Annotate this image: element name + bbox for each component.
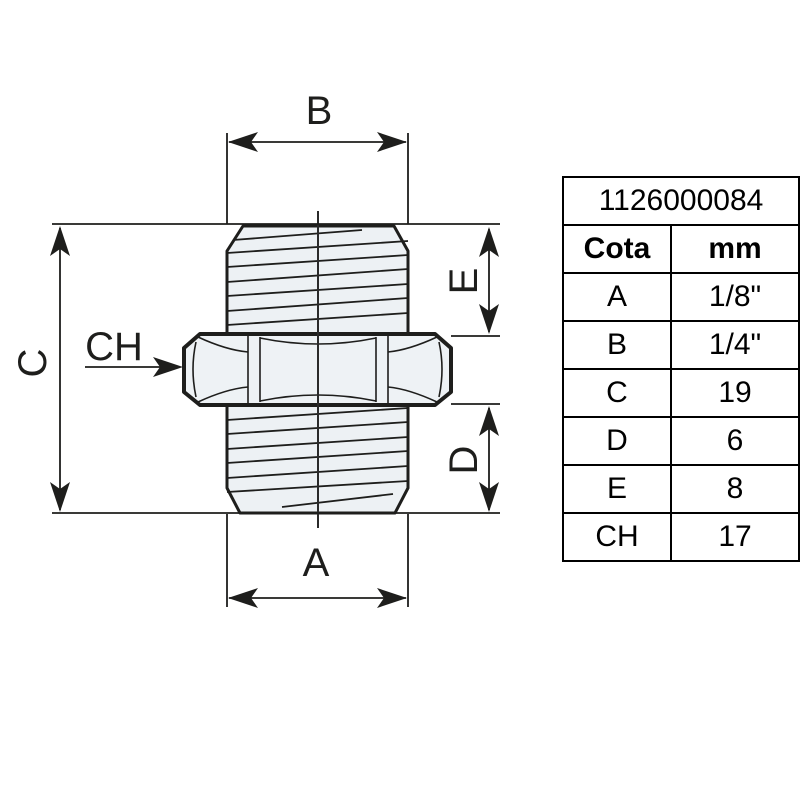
table-row-a: A 1/8" (562, 272, 800, 322)
value-cell: 17 (670, 512, 800, 562)
dimensions-table: 1126000084 Cota mm A 1/8" B 1/4" C 19 D … (562, 176, 800, 562)
table-row-c: C 19 (562, 368, 800, 418)
table-row-ch: CH 17 (562, 512, 800, 562)
dim-b: B (228, 89, 407, 152)
dim-label-c: C (11, 349, 55, 378)
dim-label-b: B (306, 89, 333, 133)
dim-cell: C (562, 368, 672, 418)
value-cell: 19 (670, 368, 800, 418)
dim-c: C (11, 226, 70, 512)
column-header-cota: Cota (562, 224, 672, 274)
value-cell: 6 (670, 416, 800, 466)
table-header-row: Cota mm (562, 224, 800, 274)
table-row-e: E 8 (562, 464, 800, 514)
dim-d: D (442, 406, 499, 512)
column-header-mm: mm (670, 224, 800, 274)
table-row-d: D 6 (562, 416, 800, 466)
dim-label-ch: CH (85, 325, 143, 369)
extension-lines (52, 133, 500, 607)
dim-a: A (228, 541, 407, 608)
value-cell: 8 (670, 464, 800, 514)
dim-cell: D (562, 416, 672, 466)
table-row-part-number: 1126000084 (562, 176, 800, 226)
dim-cell: CH (562, 512, 672, 562)
part-number: 1126000084 (562, 176, 800, 226)
table-row-b: B 1/4" (562, 320, 800, 370)
dim-label-a: A (303, 541, 330, 585)
dim-label-d: D (442, 446, 486, 475)
dim-label-e: E (442, 268, 486, 295)
dim-e: E (442, 227, 499, 334)
value-cell: 1/4" (670, 320, 800, 370)
dim-cell: B (562, 320, 672, 370)
value-cell: 1/8" (670, 272, 800, 322)
dim-cell: E (562, 464, 672, 514)
leader-ch: CH (85, 325, 183, 377)
dim-cell: A (562, 272, 672, 322)
